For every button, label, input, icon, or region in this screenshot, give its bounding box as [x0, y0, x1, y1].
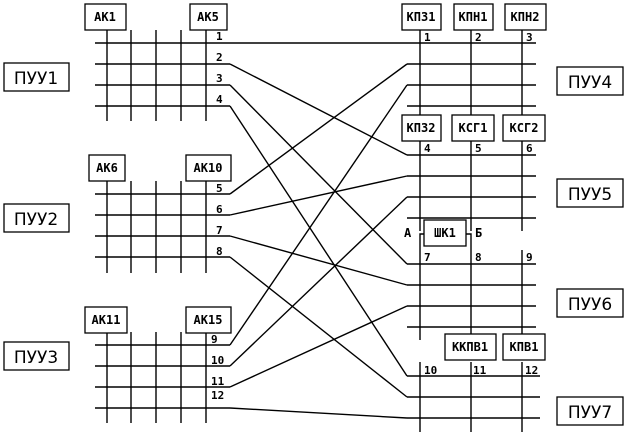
panel-label-box — [556, 66, 624, 96]
terminal-mark-a: А — [404, 226, 412, 240]
line-number: 8 — [475, 251, 482, 264]
grid — [407, 141, 536, 231]
terminal-mark-b: Б — [475, 226, 482, 240]
line-number: 1 — [216, 30, 223, 43]
connector-box — [401, 3, 442, 31]
connector-box — [444, 333, 497, 361]
line-number: 10 — [211, 354, 224, 367]
connector-box — [189, 3, 228, 31]
wire-8 — [229, 256, 408, 398]
connector-label: АК11 — [92, 313, 121, 327]
line-number: 10 — [424, 364, 437, 377]
panel-label-box — [556, 178, 624, 208]
connector-box — [88, 154, 126, 182]
line-number: 11 — [473, 364, 487, 377]
connector-box — [453, 3, 494, 31]
line-number: 3 — [216, 72, 223, 85]
cross-connections — [229, 42, 408, 419]
connector-label: КСГ2 — [510, 121, 539, 135]
line-number: 12 — [525, 364, 538, 377]
connector-box — [84, 306, 128, 334]
connector-label: КПЗ2 — [407, 121, 436, 135]
panel-label-box — [3, 341, 70, 371]
panel-label-box — [556, 396, 624, 426]
connector-box — [401, 114, 442, 142]
panel-label: ПУУ6 — [568, 295, 612, 315]
panel-label: ПУУ3 — [14, 348, 58, 368]
line-number: 4 — [216, 93, 223, 106]
connector-box — [451, 114, 495, 142]
line-number: 2 — [475, 31, 482, 44]
panel-label: ПУУ1 — [14, 69, 58, 89]
line-number: 8 — [216, 245, 223, 258]
panel-puu2: ПУУ2 АК6 АК10 5 6 7 8 — [3, 154, 232, 273]
connector-label: АК15 — [194, 313, 223, 327]
connector-box — [185, 306, 232, 334]
line-number: 2 — [216, 51, 223, 64]
wire-6 — [229, 175, 408, 216]
wire-11 — [229, 305, 408, 388]
connector-label: АК5 — [197, 10, 219, 24]
wire-5 — [229, 63, 408, 195]
connector-label: КСГ1 — [459, 121, 488, 135]
wire-12 — [229, 407, 408, 419]
line-number: 3 — [526, 31, 533, 44]
connector-label: КПЗ1 — [407, 10, 436, 24]
connector-label: ККПВ1 — [452, 340, 488, 354]
grid — [407, 30, 536, 121]
connector-box — [504, 3, 547, 31]
panel-label: ПУУ7 — [568, 403, 612, 423]
panel-puu5: ПУУ5 КПЗ2 КСГ1 КСГ2 4 5 6 — [401, 114, 624, 231]
connector-label: АК1 — [94, 10, 116, 24]
wire-2 — [229, 63, 408, 156]
connector-label: АК6 — [96, 161, 118, 175]
connector-box — [84, 3, 127, 31]
connector-label: ШК1 — [434, 226, 456, 240]
panel-label-box — [556, 288, 624, 318]
line-number: 6 — [216, 203, 223, 216]
panel-puu6: ПУУ6 ШК1 А Б 7 8 9 — [404, 219, 624, 340]
panel-puu7: ПУУ7 ККПВ1 КПВ1 10 11 12 — [407, 333, 624, 432]
line-number: 9 — [526, 251, 533, 264]
wire-7 — [229, 235, 408, 286]
grid — [95, 332, 230, 423]
connector-box — [502, 114, 546, 142]
panel-puu3: ПУУ3 АК11 АК15 9 10 11 12 — [3, 306, 232, 423]
line-number: 12 — [211, 389, 224, 402]
connector-label: КПН2 — [511, 10, 540, 24]
connector-box — [423, 219, 467, 247]
panel-label-box — [3, 62, 70, 92]
wire-10 — [229, 196, 408, 367]
line-number: 7 — [424, 251, 431, 264]
grid — [407, 233, 536, 340]
connector-label: КПВ1 — [510, 340, 539, 354]
wire-4 — [229, 105, 408, 377]
connector-label: КПН1 — [459, 10, 488, 24]
line-number: 6 — [526, 142, 533, 155]
panel-label: ПУУ4 — [568, 73, 612, 93]
grid — [407, 362, 540, 432]
line-number: 5 — [475, 142, 482, 155]
grid — [95, 181, 230, 273]
panel-label: ПУУ5 — [568, 185, 612, 205]
panel-label: ПУУ2 — [14, 210, 58, 230]
connector-box — [185, 154, 232, 182]
line-number: 5 — [216, 182, 223, 195]
connector-label: АК10 — [194, 161, 223, 175]
line-number: 11 — [211, 375, 225, 388]
wire-3 — [229, 84, 408, 265]
line-number: 7 — [216, 224, 223, 237]
connector-box — [502, 333, 546, 361]
grid — [95, 30, 230, 121]
panel-puu4: ПУУ4 КПЗ1 КПН1 КПН2 1 2 3 — [401, 3, 624, 121]
line-number: 1 — [424, 31, 431, 44]
line-number: 9 — [211, 333, 218, 346]
panel-puu1: ПУУ1 АК1 АК5 1 2 3 4 — [3, 3, 230, 121]
line-number: 4 — [424, 142, 431, 155]
panel-label-box — [3, 203, 70, 233]
wire-9 — [229, 84, 408, 346]
